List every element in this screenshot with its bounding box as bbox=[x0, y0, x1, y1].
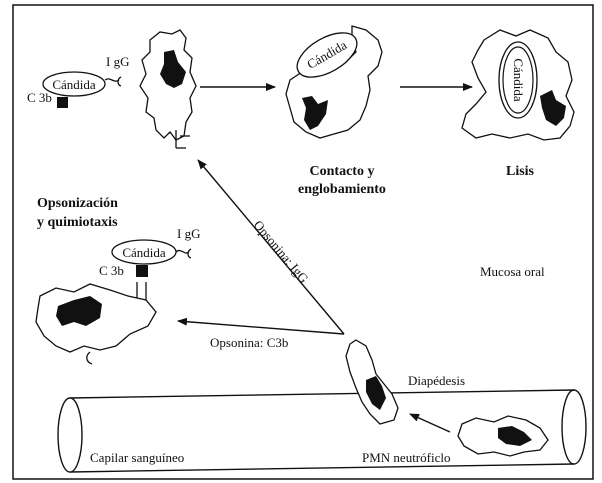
candida-label: Cándida bbox=[122, 245, 166, 260]
candida-label: Cándida bbox=[52, 77, 96, 92]
c3b-label-top: C 3b bbox=[27, 90, 52, 105]
lysis-title: Lisis bbox=[506, 164, 535, 179]
lysis-cell: Cándida bbox=[462, 30, 574, 140]
arrow-to-diapedesis bbox=[410, 414, 450, 432]
diapedesis-neutrophil bbox=[346, 340, 398, 424]
diapedesis-label: Diapédesis bbox=[408, 373, 465, 388]
neutrophil-label: PMN neutróficlo bbox=[362, 450, 450, 465]
c3b-marker bbox=[136, 265, 148, 277]
candida-opsonized-top: Cándida bbox=[43, 72, 121, 108]
capillary-label: Capilar sanguíneo bbox=[90, 450, 184, 465]
candida-label: Cándida bbox=[511, 58, 526, 102]
chemotaxis-neutrophil bbox=[36, 284, 156, 364]
igg-label-middle: I gG bbox=[177, 226, 200, 241]
contact-title-1: Contacto y bbox=[310, 164, 375, 179]
opsonin-c3b-label: Opsonina: C3b bbox=[210, 335, 288, 350]
engulfment-cell: Cándida bbox=[286, 24, 382, 138]
opsonization-title-1: Opsonización bbox=[37, 196, 118, 211]
c3b-marker bbox=[57, 97, 68, 108]
neutrophil-opsonized-cell bbox=[140, 30, 196, 148]
capillary-neutrophil bbox=[458, 416, 548, 456]
contact-title-2: englobamiento bbox=[298, 182, 386, 197]
opsonin-igg-label: Opsonina: IgG bbox=[251, 217, 312, 286]
c3b-label-middle: C 3b bbox=[99, 263, 124, 278]
opsonization-title-2: y quimiotaxis bbox=[37, 215, 118, 230]
arrow-opsonin-c3b bbox=[178, 321, 344, 334]
igg-label-top: I gG bbox=[106, 54, 129, 69]
oral-mucosa-label: Mucosa oral bbox=[480, 264, 545, 279]
